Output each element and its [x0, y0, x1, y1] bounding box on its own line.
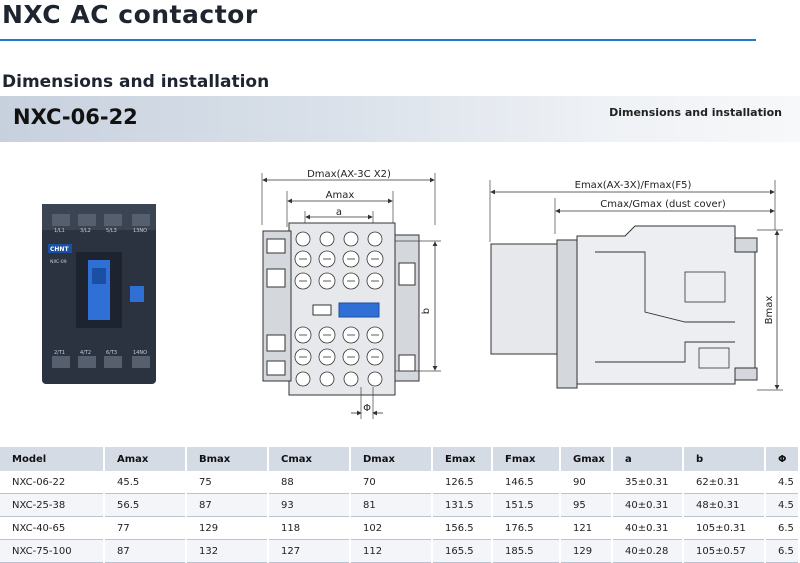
- bmax-label: Bmax: [764, 296, 775, 325]
- table-cell: 75: [186, 471, 269, 494]
- indicator-window: [130, 286, 144, 302]
- table-cell: 70: [350, 471, 433, 494]
- page-title: NXC AC contactor: [2, 0, 258, 29]
- column-header: Gmax: [560, 447, 613, 471]
- column-header: Φ: [765, 447, 800, 471]
- table-row: NXC-75-100 87 132 127 112 165.5 185.5 12…: [0, 539, 800, 563]
- bottom-terminals: [52, 356, 150, 368]
- title-divider: [0, 39, 756, 41]
- bottom-terminal-label: 14NO: [133, 350, 147, 356]
- table-cell: 40±0.28: [612, 539, 684, 563]
- table-cell: 48±0.31: [683, 493, 766, 517]
- model-text: NXC-09: [50, 259, 67, 265]
- table-cell: 127: [268, 539, 351, 563]
- table-cell: 87: [104, 539, 187, 563]
- table-cell: 105±0.57: [683, 539, 766, 563]
- top-terminal-label: 3/L2: [80, 228, 91, 234]
- table-row: NXC-06-22 45.5 75 88 70 126.5 146.5 90 3…: [0, 471, 800, 494]
- table-cell: 105±0.31: [683, 516, 766, 540]
- table-cell: 81: [350, 493, 433, 517]
- table-cell: NXC-06-22: [0, 471, 105, 494]
- table-cell: 87: [186, 493, 269, 517]
- table-cell: 35±0.31: [612, 471, 684, 494]
- column-header: a: [612, 447, 684, 471]
- brand-text: CHNT: [50, 246, 69, 253]
- column-header: Model: [0, 447, 105, 471]
- table-cell: 4.5: [765, 493, 800, 517]
- a-label: a: [336, 207, 342, 218]
- column-header: Cmax: [268, 447, 351, 471]
- top-terminal-label: 5/L3: [106, 228, 117, 234]
- table-cell: 40±0.31: [612, 493, 684, 517]
- blue-indicator: [338, 302, 380, 318]
- table-cell: 90: [560, 471, 613, 494]
- top-terminal-label: 1/L1: [54, 228, 65, 234]
- bottom-terminal-label: 2/T1: [54, 350, 65, 356]
- table-cell: 126.5: [432, 471, 493, 494]
- table-cell: 129: [560, 539, 613, 563]
- table-cell: 40±0.31: [612, 516, 684, 540]
- emax-label: Emax(AX-3X)/Fmax(F5): [575, 180, 692, 191]
- table-cell: 95: [560, 493, 613, 517]
- table-cell: NXC-25-38: [0, 493, 105, 517]
- phi-label: Φ: [363, 403, 371, 414]
- table-cell: 129: [186, 516, 269, 540]
- top-terminal-label: 13NO: [133, 228, 147, 234]
- chnt-logo: [48, 244, 72, 253]
- section-title: Dimensions and installation: [2, 72, 270, 92]
- table-cell: 77: [104, 516, 187, 540]
- table-header-row: Model Amax Bmax Cmax Dmax Emax Fmax Gmax…: [0, 447, 800, 471]
- table-cell: 45.5: [104, 471, 187, 494]
- table-cell: 4.5: [765, 471, 800, 494]
- table-cell: 151.5: [492, 493, 561, 517]
- table-cell: 88: [268, 471, 351, 494]
- table-cell: 112: [350, 539, 433, 563]
- table-cell: 121: [560, 516, 613, 540]
- column-header: Amax: [104, 447, 187, 471]
- table-cell: 102: [350, 516, 433, 540]
- table-cell: 93: [268, 493, 351, 517]
- table-row: NXC-25-38 56.5 87 93 81 131.5 151.5 95 4…: [0, 493, 800, 517]
- table-cell: 6.5: [765, 516, 800, 540]
- table-cell: 131.5: [432, 493, 493, 517]
- column-header: Bmax: [186, 447, 269, 471]
- cmax-label: Cmax/Gmax (dust cover): [600, 199, 726, 210]
- table-row: NXC-40-65 77 129 118 102 156.5 176.5 121…: [0, 516, 800, 540]
- dimensions-table: Model Amax Bmax Cmax Dmax Emax Fmax Gmax…: [0, 447, 800, 563]
- top-terminals: [52, 214, 150, 226]
- b-label: b: [421, 308, 432, 314]
- side-dimension-drawing: Emax(AX-3X)/Fmax(F5) Cmax/Gmax (dust cov…: [489, 180, 783, 391]
- table-cell: NXC-40-65: [0, 516, 105, 540]
- amax-label: Amax: [326, 190, 355, 201]
- column-header: Emax: [432, 447, 493, 471]
- column-header: Dmax: [350, 447, 433, 471]
- table-cell: 56.5: [104, 493, 187, 517]
- product-photo: 1/L1 3/L2 5/L3 13NO CHNT NXC-09 2/T1 4/T…: [42, 204, 156, 384]
- table-cell: 156.5: [432, 516, 493, 540]
- table-cell: 6.5: [765, 539, 800, 563]
- table-cell: 165.5: [432, 539, 493, 563]
- table-cell: 118: [268, 516, 351, 540]
- front-dimension-drawing: Dmax(AX-3C X2) Amax a b Φ: [261, 169, 441, 419]
- table-cell: 176.5: [492, 516, 561, 540]
- band-section-label: Dimensions and installation: [609, 106, 782, 119]
- column-header: b: [683, 447, 766, 471]
- dmax-label: Dmax(AX-3C X2): [307, 169, 391, 180]
- table-cell: 146.5: [492, 471, 561, 494]
- table-cell: 132: [186, 539, 269, 563]
- table-cell: 185.5: [492, 539, 561, 563]
- table-cell: 62±0.31: [683, 471, 766, 494]
- table-cell: NXC-75-100: [0, 539, 105, 563]
- model-header-band: NXC-06-22 Dimensions and installation: [0, 96, 800, 142]
- bottom-terminal-label: 4/T2: [80, 350, 91, 356]
- bottom-terminal-label: 6/T3: [106, 350, 117, 356]
- band-model-name: NXC-06-22: [13, 105, 138, 129]
- column-header: Fmax: [492, 447, 561, 471]
